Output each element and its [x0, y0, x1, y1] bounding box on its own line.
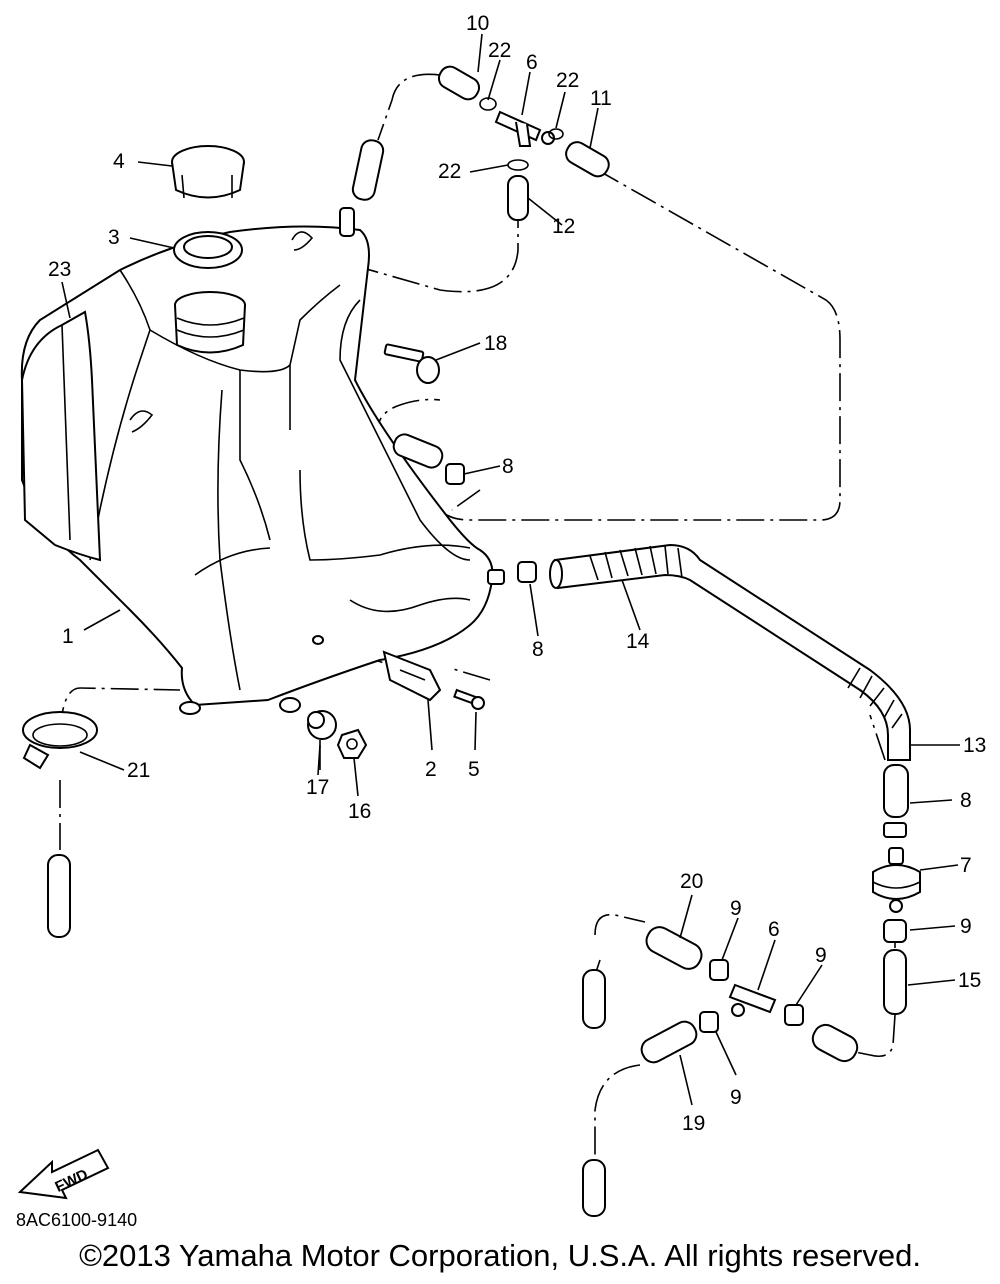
diagram-code: 8AC6100-9140: [16, 1210, 138, 1230]
band-and-hose: [22, 711, 98, 938]
callout-17: 17: [306, 776, 329, 799]
copyright-notice: ©2013 Yamaha Motor Corporation, U.S.A. A…: [79, 1238, 921, 1273]
tank-cap: [171, 145, 245, 199]
callout-9-lower: 9: [730, 1086, 742, 1109]
callout-19: 19: [682, 1112, 705, 1135]
callout-6-top: 6: [526, 51, 538, 74]
fuel-tank: [20, 207, 505, 715]
callout-8-hose: 8: [532, 638, 544, 661]
callout-16: 16: [348, 800, 371, 823]
cap-gasket: [173, 231, 243, 269]
callout-18: 18: [484, 332, 507, 355]
callout-15: 15: [958, 969, 981, 992]
fwd-arrow: FWD: [17, 1148, 110, 1200]
fuel-filter-assembly: [872, 764, 921, 1015]
callout-9-right: 9: [960, 915, 972, 938]
callout-13: 13: [963, 734, 986, 757]
callout-1: 1: [62, 625, 74, 648]
callout-5: 3: [108, 226, 120, 249]
callout-3: 5: [468, 758, 480, 781]
fuel-hose: [549, 543, 911, 761]
tank-shroud: [20, 310, 102, 562]
callout-11: 11: [590, 87, 612, 110]
damper-and-nut: [307, 710, 368, 759]
callout-14: 14: [626, 630, 650, 653]
callout-labels: 10 22 6 22 11 22 12 4 3 23 18 8 8 14 1 2…: [48, 12, 986, 1135]
lower-hoses: [582, 926, 859, 1217]
tank-bolt: [383, 343, 440, 384]
callout-22-left: 22: [438, 160, 461, 183]
leader-lines: [61, 33, 960, 1106]
callout-2: 2: [425, 758, 437, 781]
callout-20: 20: [680, 870, 703, 893]
callout-9-upper: 9: [730, 897, 742, 920]
callout-4: 4: [113, 150, 125, 173]
vent-hoses: [351, 65, 610, 221]
callout-9-mid: 9: [815, 944, 827, 967]
callout-22-top: 22: [488, 39, 511, 62]
callout-8-middle: 8: [502, 455, 514, 478]
callout-12: 12: [552, 215, 575, 238]
callout-21: 21: [127, 759, 150, 782]
callout-8-right: 8: [960, 789, 972, 812]
middle-hose-and-clamp: [392, 433, 537, 583]
callout-10: 10: [466, 12, 489, 35]
callout-7: 7: [960, 854, 972, 877]
callout-6-lower: 6: [768, 918, 780, 941]
callout-22-right: 22: [556, 69, 579, 92]
bracket: [382, 650, 485, 710]
callout-23: 23: [48, 258, 71, 281]
